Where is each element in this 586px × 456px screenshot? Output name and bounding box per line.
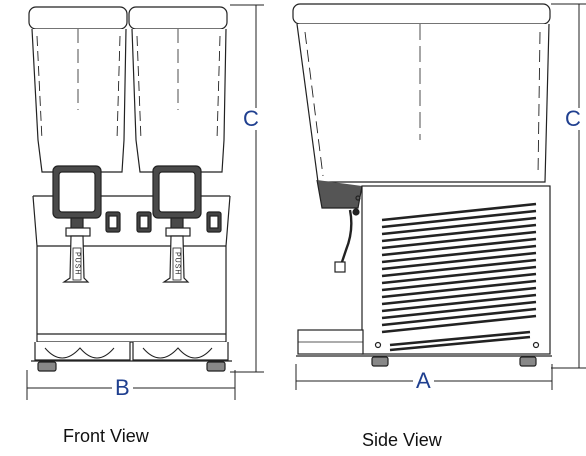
caption-side-view: Side View	[362, 430, 442, 450]
front-right-valve	[152, 165, 202, 283]
dimension-a: A	[413, 370, 434, 392]
caption-front-view: Front View	[63, 426, 149, 446]
dimension-c-side: C	[562, 108, 584, 130]
push-label-right: PUSH	[174, 252, 181, 275]
front-left-bowl	[28, 6, 128, 173]
dimension-b: B	[112, 377, 133, 399]
front-right-bowl	[128, 6, 228, 173]
side-valve	[316, 179, 363, 273]
front-left-valve	[52, 165, 102, 283]
front-base	[31, 195, 232, 372]
push-label-left: PUSH	[74, 252, 81, 275]
front-switches	[105, 211, 222, 233]
front-view	[28, 6, 232, 372]
side-view	[292, 3, 552, 367]
dimension-c-front: C	[240, 108, 262, 130]
side-louvers	[381, 202, 537, 352]
side-bowl	[292, 3, 551, 183]
